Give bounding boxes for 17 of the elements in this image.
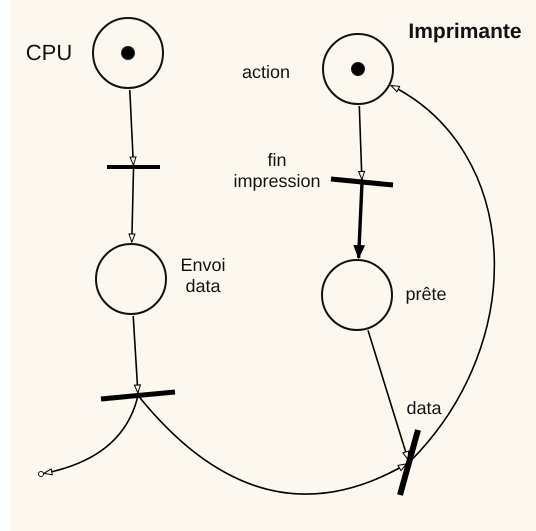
arc-arrow bbox=[128, 168, 136, 242]
transition-label: data bbox=[405, 398, 443, 419]
arc-arrow bbox=[139, 396, 407, 495]
arc-arrow bbox=[129, 90, 137, 166]
arc-arrow bbox=[390, 84, 495, 461]
arc-arrow bbox=[358, 106, 366, 180]
place-label: CPU bbox=[24, 40, 74, 66]
transition-label: fin impression bbox=[232, 150, 322, 192]
arc-arrow bbox=[43, 398, 138, 476]
net-title: Imprimante bbox=[407, 20, 523, 44]
place-label: Envoi data bbox=[179, 255, 227, 296]
end-dot bbox=[38, 471, 44, 477]
place-label: prête bbox=[404, 284, 448, 305]
place-label: action bbox=[240, 62, 292, 83]
arc-arrow bbox=[367, 330, 410, 460]
arc-arrow bbox=[132, 316, 141, 394]
arc-arrow bbox=[353, 184, 366, 259]
